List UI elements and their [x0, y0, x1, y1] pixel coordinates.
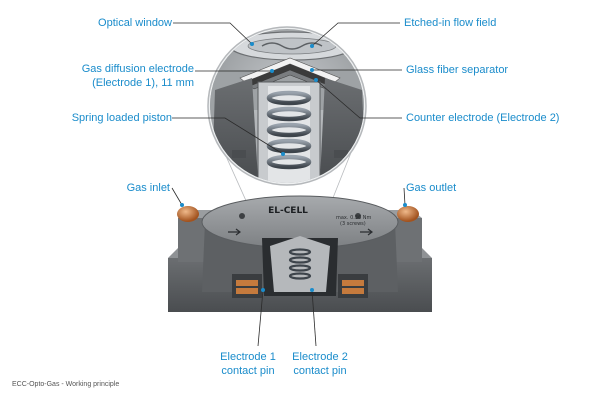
label-glass-fiber-separator: Glass fiber separator: [406, 64, 509, 76]
label-electrode-1-contact-pin: Electrode 1 contact pin: [212, 350, 284, 378]
contact-pin-left: [236, 280, 258, 294]
flow-field-shape: [261, 42, 323, 50]
figure-caption: ECC-Opto-Gas - Working principle: [12, 381, 120, 388]
label-gas-diffusion-line-1: Gas diffusion electrode: [81, 63, 194, 75]
spring-coils: [266, 90, 312, 170]
label-gas-outlet: Gas outlet: [406, 182, 457, 194]
gas-inlet-port: [177, 206, 199, 222]
label-counter-electrode: Counter electrode (Electrode 2): [406, 112, 560, 124]
label-electrode-2-contact-pin: Electrode 2 contact pin: [284, 350, 356, 378]
label-gas-diffusion-line-2: (Electrode 1), 11 mm: [92, 77, 194, 89]
gas-outlet-port: [397, 206, 419, 222]
cell-device: EL-CELL max. 0.36 Nm (3 screws): [168, 195, 432, 312]
label-gas-diffusion-electrode: Gas diffusion electrode (Electrode 1), 1…: [82, 62, 194, 90]
label-electrode-1-line-2: contact pin: [221, 365, 275, 377]
leader-lines: [171, 22, 407, 347]
label-electrode-2-line-2: contact pin: [293, 365, 347, 377]
engraving-line-2: (3 screws): [340, 221, 366, 227]
contact-pin-right: [342, 280, 364, 294]
label-electrode-1-line-1: Electrode 1: [220, 351, 276, 363]
engraving-line-1: max. 0.36 Nm: [336, 215, 372, 221]
label-electrode-2-line-1: Electrode 2: [292, 351, 348, 363]
label-spring-loaded-piston: Spring loaded piston: [71, 112, 172, 124]
label-etched-flow-field: Etched-in flow field: [404, 17, 497, 29]
zoom-detail-circle: [207, 26, 367, 186]
label-optical-window: Optical window: [98, 17, 172, 29]
brand-mark: EL-CELL: [268, 206, 308, 216]
label-gas-inlet: Gas inlet: [126, 182, 170, 194]
